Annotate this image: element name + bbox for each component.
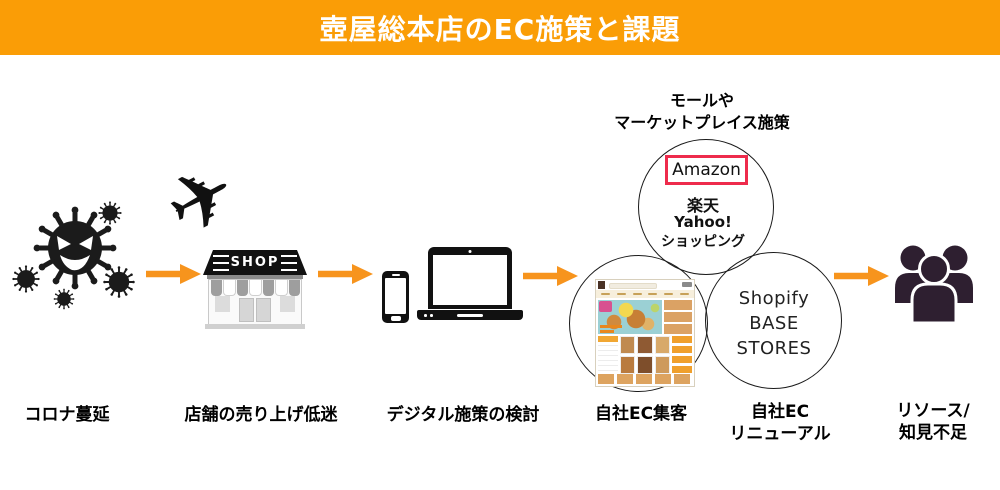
airplane-icon: ✈ xyxy=(149,142,253,257)
marketplace-caption-line2: マーケットプレイス施策 xyxy=(614,113,790,132)
flow-arrow xyxy=(832,265,890,287)
laptop-camera xyxy=(468,250,472,253)
shop-window-right xyxy=(280,296,295,312)
laptop-base xyxy=(417,310,523,320)
shop-storefront xyxy=(208,279,302,325)
ec-site-thumbnail xyxy=(595,279,695,387)
roof-stripes-left xyxy=(213,255,229,271)
shop-icon: SHOP xyxy=(203,250,307,329)
shop-window-left xyxy=(215,296,230,312)
ec-site-sidebar xyxy=(598,336,618,374)
smartphone-icon xyxy=(382,271,409,323)
step-label-resources-line2: 知見不足 xyxy=(899,423,967,443)
service-base: BASE xyxy=(749,313,799,334)
marketplace-circle xyxy=(638,139,774,275)
laptop-icon xyxy=(417,247,523,320)
flow-arrow xyxy=(144,263,202,285)
shop-fascia xyxy=(207,275,303,279)
ec-site-hero-badge xyxy=(599,301,612,312)
step-label-ec-renewal-line2: リニューアル xyxy=(729,424,831,444)
title-banner: 壺屋総本店のEC施策と課題 xyxy=(0,0,1000,55)
step-label-corona: コロナ蔓延 xyxy=(24,405,110,425)
ec-site-cart-button xyxy=(682,282,692,287)
shop-base xyxy=(205,324,305,329)
ec-site-nav xyxy=(596,290,694,298)
laptop-display xyxy=(433,255,507,305)
marketplace-caption-line1: モールや xyxy=(669,91,735,110)
phone-screen xyxy=(385,278,406,314)
laptop-trackpad xyxy=(457,313,483,317)
ec-site-side-thumbs xyxy=(664,300,692,334)
service-shopify: Shopify xyxy=(738,288,810,309)
flow-arrow xyxy=(316,263,374,285)
ec-site-product-grid xyxy=(620,336,670,374)
step-label-digital: デジタル施策の検討 xyxy=(386,405,540,425)
phone-home-button xyxy=(390,316,401,321)
shop-roof: SHOP xyxy=(203,250,307,275)
yahoo-label-line1: Yahoo! xyxy=(674,213,732,231)
laptop-dot xyxy=(430,314,433,317)
amazon-label: Amazon xyxy=(672,160,741,180)
ec-site-buttons xyxy=(672,336,692,374)
phone-speaker xyxy=(391,274,400,276)
virus-icon xyxy=(3,182,143,322)
flow-arrow xyxy=(521,265,579,287)
yahoo-label-line2: ショッピング xyxy=(661,234,745,250)
ec-site-sidebar-header xyxy=(598,336,618,342)
ec-site-logo xyxy=(598,281,605,289)
step-label-ec-renewal-line1: 自社EC xyxy=(750,402,810,422)
service-stores: STORES xyxy=(736,338,812,359)
shop-sign: SHOP xyxy=(230,255,280,270)
ec-site-search-bar xyxy=(609,283,657,289)
step-label-ec-traffic: 自社EC集客 xyxy=(594,404,688,424)
page-title: 壺屋総本店のEC施策と課題 xyxy=(319,12,681,46)
own-ec-renewal-circle xyxy=(705,252,842,389)
shop-awning xyxy=(210,280,300,296)
amazon-highlight-box: Amazon xyxy=(665,155,748,185)
laptop-screen xyxy=(428,247,512,309)
step-label-store: 店舗の売り上げ低迷 xyxy=(184,405,338,425)
step-label-resources-line1: リソース/ xyxy=(896,401,970,421)
ec-site-footer-thumbs xyxy=(598,374,692,384)
ec-site-hero-text xyxy=(600,330,614,333)
ec-site-hero-image xyxy=(598,300,662,334)
ec-site-hero-text xyxy=(600,325,622,328)
laptop-dot xyxy=(424,314,427,317)
rakuten-label: 楽天 xyxy=(686,196,720,215)
shop-door xyxy=(239,298,271,322)
roof-stripes-right xyxy=(281,255,297,271)
people-icon xyxy=(888,240,980,332)
